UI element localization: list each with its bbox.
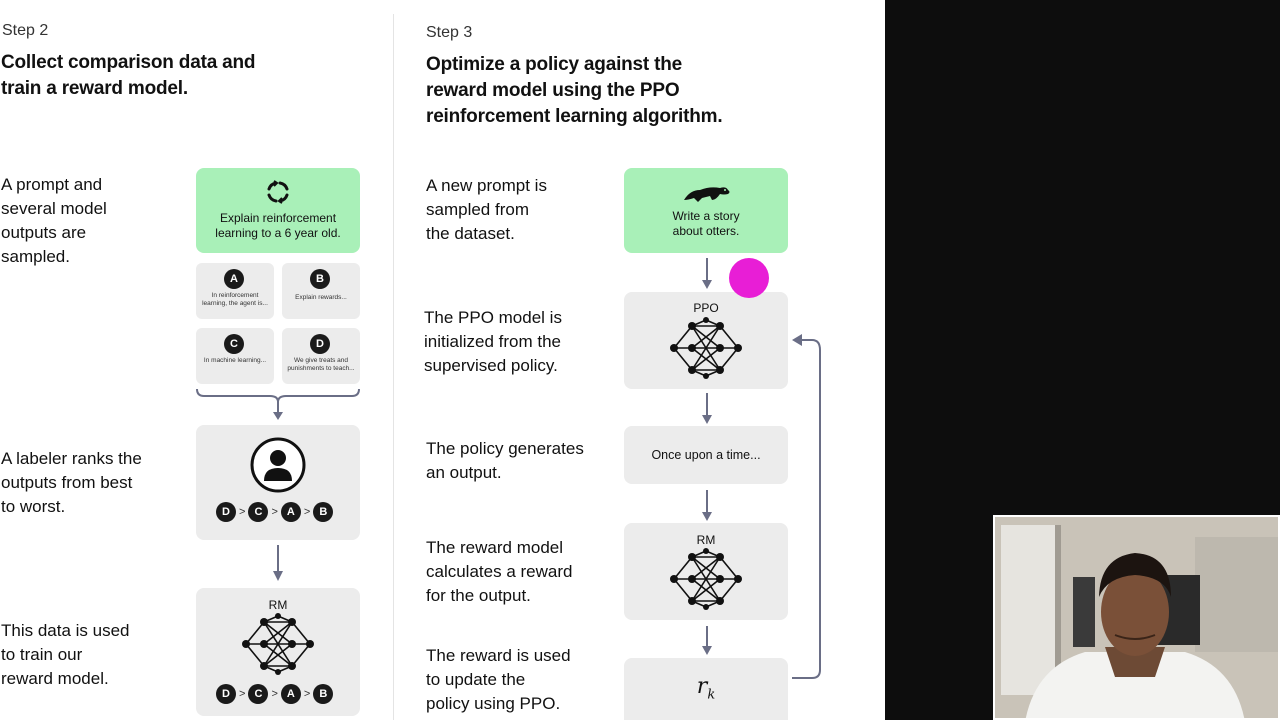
badge-b: B (310, 269, 330, 289)
arrow-down (272, 545, 284, 585)
rank-badge-3: A (281, 502, 301, 522)
arrow-down (701, 258, 713, 292)
step2-rm-box: RM D> C> A> B (196, 588, 360, 716)
refresh-icon (264, 178, 292, 206)
neural-network-icon (670, 320, 742, 376)
neural-network-icon (242, 616, 314, 672)
reward-box: rk (624, 658, 788, 720)
feedback-loop-arrow (790, 330, 824, 682)
badge-a: A (224, 269, 244, 289)
ppo-label: PPO (624, 301, 788, 315)
otter-icon (682, 180, 732, 204)
rank-badge-1: D (216, 684, 236, 704)
arrow-down (701, 490, 713, 524)
step3-heading: Optimize a policy against the reward mod… (426, 52, 722, 130)
output-card-text: Explain rewards... (286, 294, 356, 302)
ppo-box: PPO (624, 292, 788, 389)
rank-badge-2: C (248, 502, 268, 522)
badge-d: D (310, 334, 330, 354)
rank-badge-3: A (281, 684, 301, 704)
badge-c: C (224, 334, 244, 354)
arrow-down (701, 626, 713, 660)
output-card-b: B Explain rewards... (282, 263, 360, 319)
output-box: Once upon a time... (624, 426, 788, 484)
ranking-row: D> C> A> B (216, 502, 333, 522)
labeler-person-icon (250, 437, 306, 493)
step2-heading: Collect comparison data and train a rewa… (1, 50, 255, 102)
output-card-d: D We give treats and punishments to teac… (282, 328, 360, 384)
neural-network-icon (670, 551, 742, 607)
output-card-c: C In machine learning... (196, 328, 274, 384)
presenter-video (995, 517, 1280, 720)
mouse-cursor-highlight (729, 258, 769, 298)
rank-badge-4: B (313, 502, 333, 522)
bracket-arrow (196, 388, 360, 424)
slide: Step 2 Collect comparison data and train… (0, 0, 885, 720)
rank-badge-1: D (216, 502, 236, 522)
rank-badge-2: C (248, 684, 268, 704)
rm-label: RM (196, 598, 360, 612)
rank-badge-4: B (313, 684, 333, 704)
output-card-text: In reinforcement learning, the agent is.… (200, 292, 270, 308)
output-card-text: In machine learning... (200, 357, 270, 365)
step3-label: Step 3 (426, 24, 472, 42)
labeler-box: D> C> A> B (196, 425, 360, 540)
webcam-overlay (993, 515, 1280, 720)
output-card-a: A In reinforcement learning, the agent i… (196, 263, 274, 319)
step2-label: Step 2 (2, 22, 48, 40)
output-text: Once upon a time... (624, 448, 788, 463)
rm-label: RM (624, 533, 788, 547)
column-divider (393, 14, 394, 720)
ranking-row: D> C> A> B (216, 684, 333, 704)
output-card-text: We give treats and punishments to teach.… (286, 357, 356, 373)
step3-rm-box: RM (624, 523, 788, 620)
reward-symbol: rk (624, 674, 788, 702)
arrow-down (701, 393, 713, 427)
